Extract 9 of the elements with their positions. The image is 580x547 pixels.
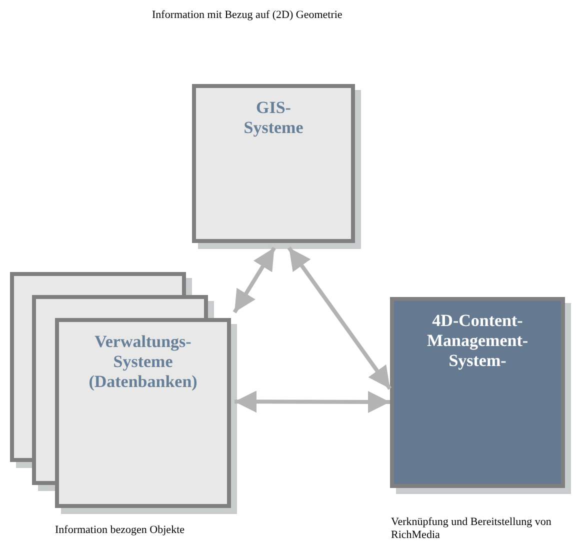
double-arrow (287, 246, 392, 390)
double-arrow (232, 246, 276, 314)
box-title: Verwaltungs- Systeme (Datenbanken) (88, 332, 198, 392)
annotation-text: Information mit Bezug auf (2D) Geometrie (152, 9, 342, 22)
box-title: 4D-Content- Management- System- (426, 311, 530, 371)
double-arrow (234, 390, 390, 413)
annotation-text: Verknüpfung und Bereitstellung von RichMedia (391, 516, 552, 542)
annotation-text: Information bezogen Objekte (55, 524, 185, 537)
box-title: GIS- Systeme (242, 98, 304, 138)
